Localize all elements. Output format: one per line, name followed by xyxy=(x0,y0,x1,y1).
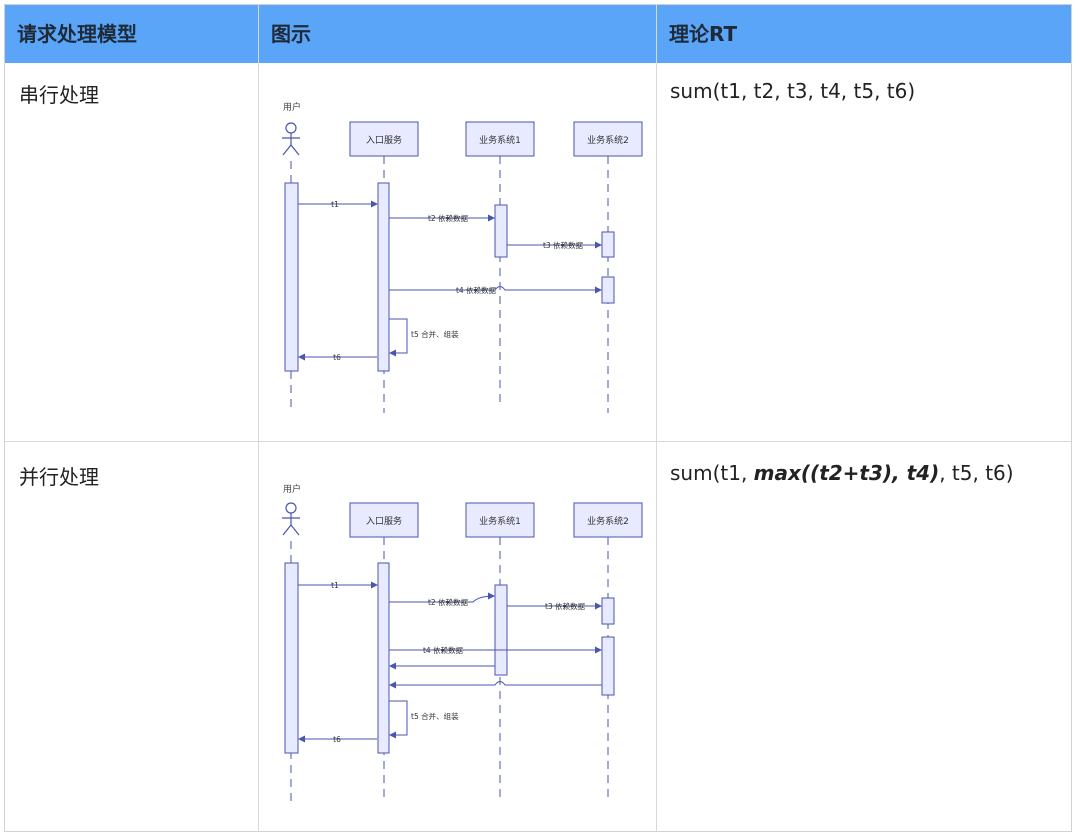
lifelines xyxy=(290,537,609,801)
participant-label: 入口服务 xyxy=(366,134,402,146)
activation-bar xyxy=(494,204,508,258)
participant-label: 业务系统1 xyxy=(479,515,521,527)
participant-label: 业务系统2 xyxy=(587,134,629,146)
header-rt: 理论RT xyxy=(669,22,738,46)
header-model: 请求处理模型 xyxy=(17,22,137,46)
activation-bar xyxy=(284,562,299,754)
request-model-table: 请求处理模型 图示 理论RT 串行处理 sum(t1, t2, t3, t4, … xyxy=(4,4,1072,832)
table-header: 请求处理模型 图示 理论RT xyxy=(5,5,1071,63)
activation-bar xyxy=(377,562,390,754)
column-divider xyxy=(656,5,657,831)
rt-text-tail: , t5, t6) xyxy=(939,461,1014,485)
participant-box xyxy=(573,121,643,157)
message-label: t4 依赖数据 xyxy=(423,645,464,655)
actor-label: 用户 xyxy=(283,101,301,113)
activation-bar xyxy=(601,597,615,625)
message-label: t2 依赖数据 xyxy=(428,597,469,607)
message-arrow xyxy=(389,286,602,294)
actor-icon xyxy=(282,502,300,536)
rt-text: sum(t1, xyxy=(670,461,754,485)
message-label: t6 xyxy=(333,353,341,362)
participant-label: 业务系统1 xyxy=(479,134,521,146)
participant-label: 业务系统2 xyxy=(587,515,629,527)
column-divider xyxy=(258,5,259,831)
activation-bar xyxy=(601,636,615,696)
activation-bar xyxy=(284,182,299,372)
lifelines xyxy=(290,156,609,413)
message-label: t4 依赖数据 xyxy=(456,285,497,295)
participant-label: 入口服务 xyxy=(366,515,402,527)
activation-bar xyxy=(377,182,390,372)
message-arrow xyxy=(389,318,408,357)
participant-box xyxy=(349,502,419,538)
parallel-sequence-diagram: 用户 入口服务 业务系统1 业务系统2 xyxy=(282,483,643,801)
message-label: t3 依赖数据 xyxy=(543,240,584,250)
header-diagram: 图示 xyxy=(271,22,311,46)
message-arrow xyxy=(389,592,495,603)
row-parallel-model: 并行处理 xyxy=(19,465,99,489)
actor-label: 用户 xyxy=(283,483,301,495)
message-label: t2 依赖数据 xyxy=(428,213,469,223)
row-serial-model: 串行处理 xyxy=(19,83,99,107)
message-label: t1 xyxy=(331,581,339,590)
row-divider xyxy=(5,441,1071,442)
row-serial-rt: sum(t1, t2, t3, t4, t5, t6) xyxy=(670,79,915,103)
message-label: t5 合并、组装 xyxy=(411,711,459,721)
message-arrow xyxy=(389,681,602,689)
activation-bar xyxy=(494,584,508,676)
message-arrow xyxy=(389,700,408,739)
message-label: t3 依赖数据 xyxy=(545,601,586,611)
participant-box xyxy=(349,121,419,157)
rt-emphasis: max((t2+t3), t4) xyxy=(753,461,940,485)
message-label: t1 xyxy=(331,200,339,209)
message-label: t5 合并、组装 xyxy=(411,329,459,339)
activation-bar xyxy=(601,276,615,304)
activation-bar xyxy=(601,231,615,258)
row-parallel-rt: sum(t1, max((t2+t3), t4), t5, t6) xyxy=(670,461,1014,485)
rt-text: sum(t1, t2, t3, t4, t5, t6) xyxy=(670,79,916,103)
participant-box xyxy=(465,121,535,157)
serial-sequence-diagram: 用户 入口服务 业务系统1 业务系统2 xyxy=(282,101,643,413)
message-label: t6 xyxy=(333,735,341,744)
actor-icon xyxy=(282,122,300,156)
